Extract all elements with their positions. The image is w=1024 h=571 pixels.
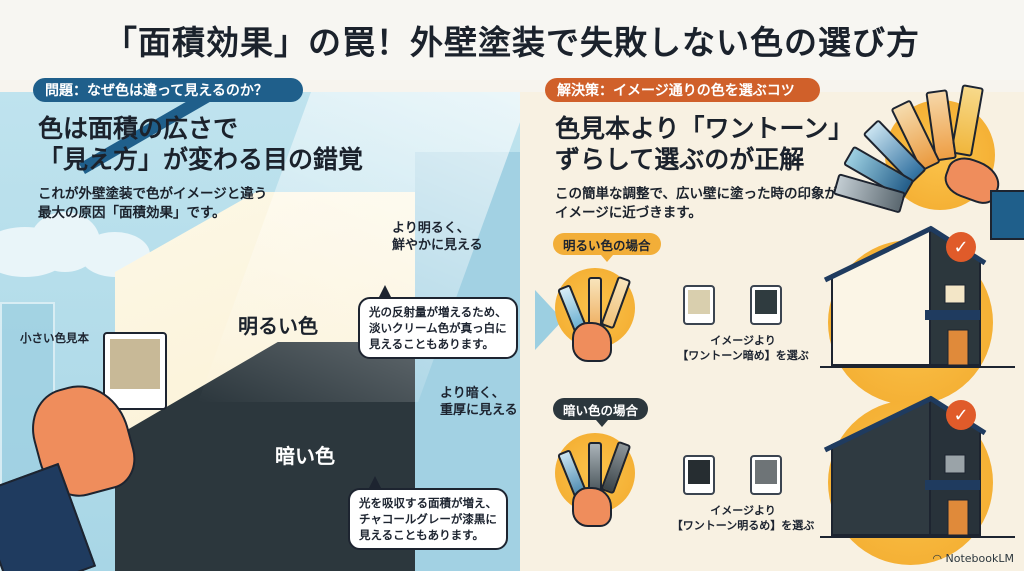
house-light-wall-icon xyxy=(820,225,1015,368)
brand-label: NotebookLM xyxy=(945,552,1014,565)
sleeve-icon xyxy=(990,190,1024,240)
bubble-line: 光を吸収する面積が増え、 xyxy=(359,496,497,510)
note-line: 重厚に見える xyxy=(440,403,518,418)
light-case-caption: イメージより 【ワントーン暗め】を選ぶ xyxy=(668,333,818,363)
bubble-line: 見えることもあります。 xyxy=(359,528,485,542)
hand-icon xyxy=(572,322,612,362)
sample-swatch xyxy=(110,339,160,389)
light-explanation-bubble: 光の反射量が増えるため、 淡いクリーム色が真っ白に 見えることもあります。 xyxy=(358,285,518,359)
dark-explanation-bubble: 光を吸収する面積が増え、 チャコールグレーが漆黒に 見えることもあります。 xyxy=(348,476,508,550)
choose-swatch-card xyxy=(750,455,782,495)
note-line: より暗く、 xyxy=(440,386,505,401)
caption-line: 【ワントーン明るめ】を選ぶ xyxy=(671,519,815,532)
main-title: 「面積効果」の罠！外壁塗装で失敗しない色の選び方 xyxy=(104,23,920,62)
problem-heading: 色は面積の広さで 「見え方」が変わる目の錯覚 xyxy=(38,113,363,175)
brighter-note: より明るく、 鮮やかに見える xyxy=(392,220,483,254)
dark-color-label: 暗い色 xyxy=(275,444,335,468)
solution-pill: 解決策：イメージ通りの色を選ぶコツ xyxy=(545,78,820,102)
bubble-line: 光の反射量が増えるため、 xyxy=(369,305,507,319)
checkmark-icon: ✓ xyxy=(946,400,976,430)
caption-line: イメージより xyxy=(710,504,776,517)
heading-line: ずらして選ぶのが正解 xyxy=(555,145,805,174)
brand-watermark: ◠ NotebookLM xyxy=(932,552,1014,565)
subtext-line: 最大の原因「面積効果」です。 xyxy=(38,205,226,221)
problem-pill: 問題：なぜ色は違って見えるのか？ xyxy=(33,78,303,102)
solution-heading: 色見本より「ワントーン」 ずらして選ぶのが正解 xyxy=(555,113,853,175)
light-case-tag: 明るい色の場合 xyxy=(553,233,661,262)
light-color-label: 明るい色 xyxy=(238,314,318,338)
image-swatch-card xyxy=(683,285,715,325)
subtext-line: この簡単な調整で、広い壁に塗った時の印象が xyxy=(555,186,838,202)
heading-line: 「見え方」が変わる目の錯覚 xyxy=(38,145,364,174)
bubble-line: 淡いクリーム色が真っ白に xyxy=(369,321,507,335)
house-dark-wall-icon xyxy=(820,395,1015,538)
heading-line: 色は面積の広さで xyxy=(38,114,239,143)
caption-line: イメージより xyxy=(710,334,776,347)
image-swatch xyxy=(688,460,710,484)
problem-subtext: これが外壁塗装で色がイメージと違う 最大の原因「面積効果」です。 xyxy=(38,185,267,223)
subtext-line: これが外壁塗装で色がイメージと違う xyxy=(38,186,268,202)
small-sample-label: 小さい色見本 xyxy=(20,331,89,345)
caption-line: 【ワントーン暗め】を選ぶ xyxy=(677,349,809,362)
image-swatch xyxy=(688,290,710,314)
solution-subtext: この簡単な調整で、広い壁に塗った時の印象が イメージに近づきます。 xyxy=(555,185,838,223)
subtext-line: イメージに近づきます。 xyxy=(555,205,702,221)
checkmark-icon: ✓ xyxy=(946,232,976,262)
notebook-logo-icon: ◠ xyxy=(932,552,946,565)
heading-line: 色見本より「ワントーン」 xyxy=(555,114,854,143)
note-line: より明るく、 xyxy=(392,221,470,236)
bubble-line: チャコールグレーが漆黒に xyxy=(359,512,497,526)
small-color-sample xyxy=(103,332,167,410)
hand-icon xyxy=(572,487,612,527)
choose-swatch xyxy=(755,290,777,314)
choose-swatch xyxy=(755,460,777,484)
bubble-line: 見えることもあります。 xyxy=(369,337,495,351)
image-swatch-card xyxy=(683,455,715,495)
note-line: 鮮やかに見える xyxy=(392,238,483,253)
title-bar: 「面積効果」の罠！外壁塗装で失敗しない色の選び方 xyxy=(0,0,1024,80)
choose-swatch-card xyxy=(750,285,782,325)
dark-case-tag: 暗い色の場合 xyxy=(553,398,649,427)
dark-case-caption: イメージより 【ワントーン明るめ】を選ぶ xyxy=(668,503,818,533)
darker-note: より暗く、 重厚に見える xyxy=(440,385,518,419)
